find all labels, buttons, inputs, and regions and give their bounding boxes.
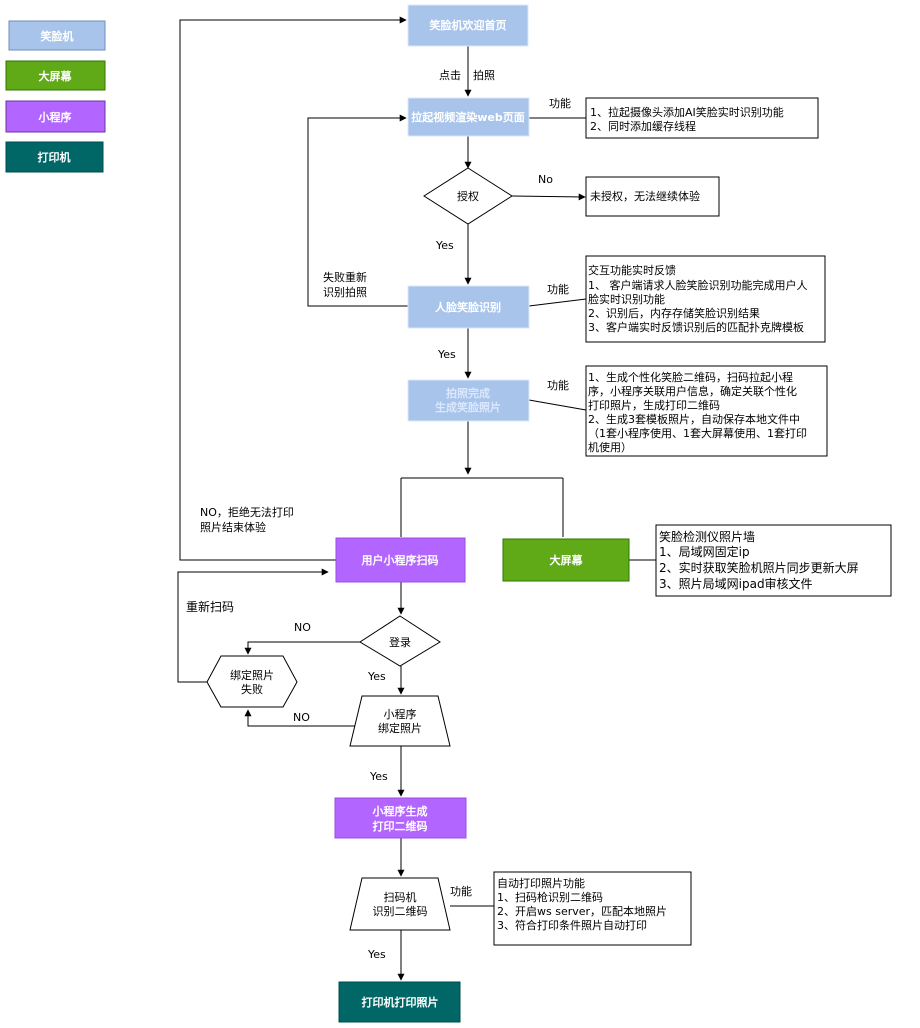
- node-bind-photo: [349, 695, 451, 747]
- node-scan-qr-line2: 识别二维码: [373, 905, 428, 918]
- node-user-scan: [335, 537, 466, 583]
- note-photo-line: 打印照片，生成打印二维码: [588, 398, 720, 412]
- note-printer-line: 3、符合打印条件照片自动打印: [497, 918, 647, 932]
- node-login: [359, 615, 441, 667]
- note-photo: [585, 365, 828, 457]
- edge-label-bind-yes: Yes: [369, 770, 388, 783]
- note-face-line: 脸实时识别功能: [588, 292, 665, 306]
- node-bind-photo-line1: 小程序: [384, 707, 417, 721]
- edge-label-refuse-1: NO，拒绝无法打印: [200, 505, 294, 519]
- edge-label-login-no: NO: [294, 621, 311, 634]
- legend-label-mini-program: 小程序: [38, 110, 72, 124]
- note-big-screen-line: 1、局域网固定ip: [659, 544, 750, 559]
- edge-label-bind-no: NO: [293, 711, 310, 724]
- node-scan-qr: [349, 877, 451, 931]
- node-bind-fail-line1: 绑定照片: [230, 668, 274, 682]
- note-web-page-line: 2、同时添加缓存线程: [590, 119, 696, 133]
- edges: [177, 16, 656, 981]
- note-printer-line: 自动打印照片功能: [497, 876, 585, 890]
- note-face-line: 2、识别后，内存存储笑脸识别结果: [588, 306, 760, 320]
- edge-label-func-4: 功能: [450, 884, 472, 898]
- node-print-photo-label: 打印机打印照片: [362, 995, 439, 1009]
- note-face: [585, 255, 826, 343]
- legend-label-smile-machine: 笑脸机: [41, 29, 74, 43]
- note-printer-line: 1、扫码枪识别二维码: [497, 890, 603, 904]
- legend-swatch-smile-machine: [8, 20, 106, 51]
- node-authorize: [423, 167, 513, 225]
- node-scan-qr-line1: 扫码机: [384, 890, 417, 904]
- note-big-screen: [655, 524, 892, 597]
- node-big-screen: [502, 538, 630, 582]
- legend-label-big-screen: 大屏幕: [39, 69, 73, 83]
- node-bind-fail-line2: 失败: [241, 682, 263, 696]
- note-photo-line: 1、生成个性化笑脸二维码，扫码拉起小程: [588, 370, 793, 384]
- edge-label-refuse-2: 照片结束体验: [200, 520, 266, 534]
- edge-label-click: 点击: [439, 69, 461, 82]
- node-face-recognition-label: 人脸笑脸识别: [435, 300, 501, 314]
- node-bind-fail: [206, 655, 298, 708]
- note-printer: [493, 871, 692, 946]
- note-big-screen-line: 笑脸检测仪照片墙: [659, 529, 755, 544]
- note-face-line: 1、 客户端请求人脸笑脸识别功能完成用户人: [588, 278, 808, 292]
- node-login-label: 登录: [389, 635, 411, 649]
- node-gen-qr: [334, 797, 467, 839]
- edge-label-func-3: 功能: [547, 378, 569, 392]
- edge-label-shoot: 拍照: [473, 68, 495, 82]
- node-welcome: [407, 4, 529, 47]
- node-user-scan-label: 用户小程序扫码: [362, 553, 439, 567]
- node-web-page: [407, 97, 530, 137]
- edge-label-scan-yes: Yes: [367, 948, 386, 961]
- edge-label-fail-retry-2: 识别拍照: [323, 285, 367, 299]
- node-authorize-label: 授权: [457, 189, 479, 203]
- note-photo-line: 序，小程序关联用户信息，确定关联个性化: [588, 384, 797, 398]
- note-web-page-line: 1、拉起摄像头添加AI笑脸实时识别功能: [590, 105, 784, 119]
- node-print-photo: [338, 981, 461, 1023]
- node-photo-done-line1: 拍照完成: [446, 386, 490, 400]
- note-face-line: 交互功能实时反馈: [588, 263, 676, 277]
- edge-label-rescan: 重新扫码: [186, 599, 234, 614]
- note-unauthorized: [585, 176, 720, 217]
- node-gen-qr-line2: 打印二维码: [373, 819, 428, 833]
- note-face-line: 3、客户端实时反馈识别后的匹配扑克牌模板: [588, 320, 804, 334]
- legend-swatch-big-screen: [5, 60, 106, 91]
- note-printer-line: 2、开启ws server，匹配本地照片: [497, 904, 667, 918]
- note-big-screen-line: 2、实时获取笑脸机照片同步更新大屏: [659, 560, 859, 575]
- legend-swatch-printer: [5, 141, 104, 173]
- note-photo-line: （1套小程序使用、1套大屏幕使用、1套打印: [588, 426, 807, 440]
- node-bind-photo-line2: 绑定照片: [378, 721, 422, 735]
- edge-label-login-yes: Yes: [367, 670, 386, 683]
- edge-label-func-1: 功能: [549, 96, 571, 110]
- edge-label-func-2: 功能: [547, 282, 569, 296]
- node-big-screen-label: 大屏幕: [550, 553, 584, 567]
- node-welcome-label: 笑脸机欢迎首页: [430, 18, 507, 32]
- note-photo-line: 机使用）: [588, 440, 632, 454]
- node-photo-done: [407, 379, 530, 422]
- legend: 笑脸机 大屏幕 小程序 打印机: [5, 20, 106, 173]
- note-unauthorized-line: 未授权，无法继续体验: [590, 189, 700, 203]
- legend-swatch-mini-program: [5, 100, 106, 133]
- node-web-page-label: 拉起视频渲染web页面: [411, 110, 525, 124]
- node-photo-done-line2: 生成笑脸照片: [435, 400, 501, 414]
- edge-label-face-yes: Yes: [437, 348, 456, 361]
- edge-label-auth-no: No: [538, 173, 553, 186]
- node-gen-qr-line1: 小程序生成: [372, 804, 428, 818]
- edge-label-fail-retry-1: 失败重新: [323, 270, 367, 284]
- note-big-screen-line: 3、照片局域网ipad审核文件: [659, 576, 813, 591]
- note-photo-line: 2、生成3套模板照片，自动保存本地文件中: [588, 412, 800, 426]
- legend-label-printer: 打印机: [38, 150, 71, 164]
- node-face-recognition: [407, 285, 530, 329]
- edge-label-auth-yes: Yes: [435, 239, 454, 252]
- note-web-page: [585, 97, 819, 139]
